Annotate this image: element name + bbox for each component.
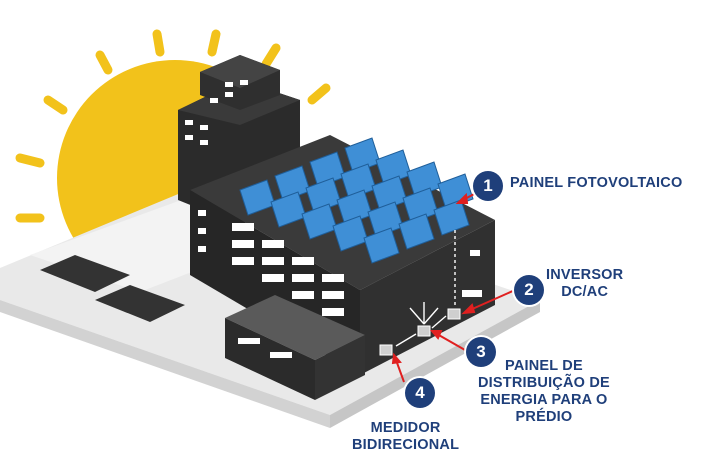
callout-2-label: INVERSOR DC/AC xyxy=(546,267,623,301)
callout-3-line-3: ENERGIA PARA O xyxy=(480,392,608,408)
callout-3-line-2: DISTRIBUIÇÃO DE xyxy=(478,375,610,391)
callout-3-badge: 3 xyxy=(466,337,496,367)
distribution-panel-icon xyxy=(417,325,431,337)
callout-1-badge: 1 xyxy=(473,171,503,201)
callout-3-line-4: PRÉDIO xyxy=(515,409,573,425)
callout-3-label: PAINEL DE DISTRIBUIÇÃO DE ENERGIA PARA O… xyxy=(478,358,610,426)
annex-building xyxy=(225,295,365,400)
building-windows xyxy=(198,210,344,316)
callout-1-line-1: PAINEL FOTOVOLTAICO xyxy=(510,175,683,191)
inverter-icon xyxy=(447,308,461,320)
callout-2-badge: 2 xyxy=(514,275,544,305)
callout-4-line-1: MEDIDOR xyxy=(370,420,441,436)
callout-2-line-2: DC/AC xyxy=(561,284,609,300)
callout-1-label: PAINEL FOTOVOLTAICO xyxy=(510,175,682,192)
energy-flow-lines xyxy=(395,230,456,347)
callout-2-line-1: INVERSOR xyxy=(546,267,624,283)
callout-4-line-2: BIDIRECIONAL xyxy=(352,437,460,453)
parking-grate xyxy=(40,255,185,322)
callout-4-badge: 4 xyxy=(405,378,435,408)
callout-4-label: MEDIDOR BIDIRECIONAL xyxy=(352,420,459,454)
meter-icon xyxy=(379,344,393,356)
callout-arrows xyxy=(391,192,516,383)
solar-panel-icon xyxy=(239,137,474,264)
callout-3-line-1: PAINEL DE xyxy=(505,358,583,374)
